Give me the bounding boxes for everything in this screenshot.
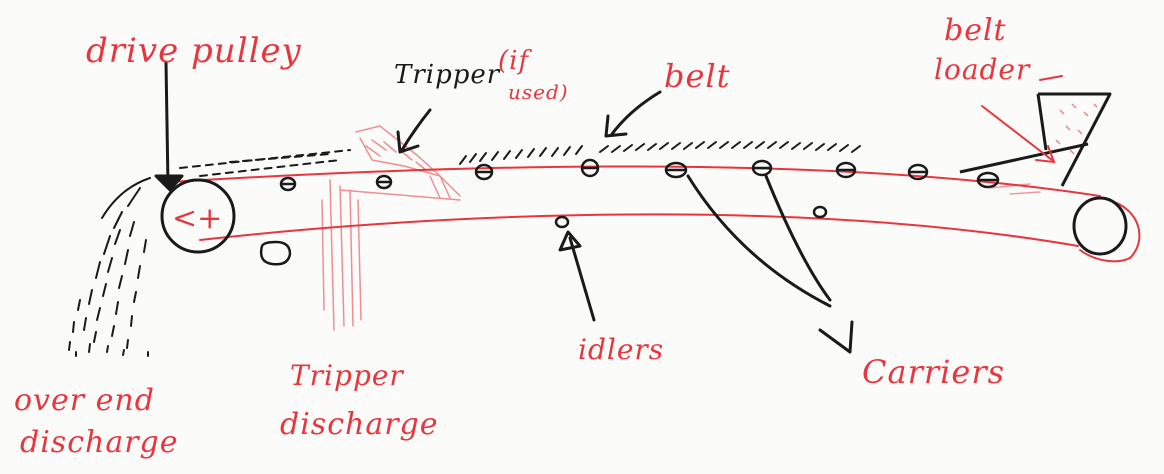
belt-label: belt [664, 57, 731, 95]
carrier-idlers [279, 158, 1000, 192]
belt-material [459, 141, 861, 165]
overend-discharge-label-line-1: over end [14, 383, 155, 418]
tripper-discharge-label-line-1: Tripper [290, 359, 404, 392]
return-idlers [259, 205, 828, 266]
tripper-note-line-1: (if [498, 46, 530, 76]
carriers-arrow-2 [764, 174, 832, 302]
belt-loader-arrow [981, 75, 1063, 164]
tail-pulley [1072, 196, 1128, 256]
belt-loader-label-line-1: belt [944, 13, 1007, 48]
belt-arrow [610, 90, 662, 136]
belt-material-left [179, 149, 351, 177]
carriers-label: Carriers [862, 353, 1006, 391]
drive-pulley: <+ [160, 178, 236, 254]
drive-pulley-arrow [164, 60, 170, 188]
idlers-label: idlers [578, 333, 665, 366]
tripper-arrow [400, 108, 432, 152]
tripper-label: Tripper [394, 60, 501, 90]
overend-discharge-label-line-2: discharge [20, 425, 179, 460]
belt-loader-label-line-2: loader [934, 53, 1031, 86]
tripper-discharge-spray [989, 183, 1041, 195]
drive-pulley-marks: <+ [172, 201, 222, 236]
drive-pulley-label: drive pulley [86, 31, 302, 71]
pointer-arrows [154, 60, 854, 354]
tripper-note-line-2: used) [508, 80, 569, 104]
belt-loader [959, 92, 1112, 187]
carriers-arrow-1 [686, 174, 832, 308]
idlers-arrow [568, 236, 596, 322]
tripper-discharge-label-line-2: discharge [280, 407, 439, 442]
overend-discharge-spray [68, 177, 151, 357]
tripper-sketch [321, 125, 461, 331]
